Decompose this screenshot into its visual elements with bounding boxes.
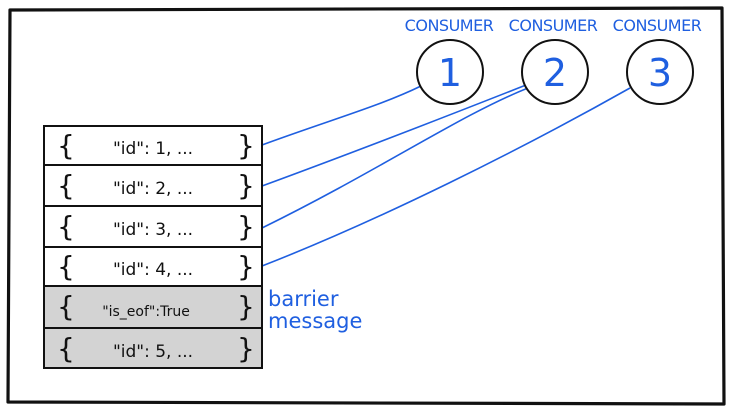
message-box: { "id": 5, ... } [43,327,263,369]
message-queue: { "id": 1, ... } { "id": 2, ... } { "id"… [43,125,263,369]
consumer-number: 3 [648,51,672,95]
brace-open: { [57,332,75,365]
message-text: "is_eof":True [102,304,190,320]
message-text: "id": 5, ... [113,342,193,362]
brace-open: { [57,129,75,162]
message-box-bg [43,125,263,166]
consumer-label: CONSUMER [509,16,598,35]
consumer-label: CONSUMER [613,16,702,35]
brace-open: { [57,169,75,202]
message-text: "id": 2, ... [113,179,193,199]
message-text: "id": 4, ... [113,260,193,280]
message-text: "id": 3, ... [113,220,193,240]
message-box-bg [43,164,263,207]
message-box: { "id": 3, ... } [43,205,263,248]
brace-close: } [237,332,255,365]
message-box: { "id": 4, ... } [43,246,263,287]
message-box-bg [43,327,263,369]
message-box: { "id": 2, ... } [43,164,263,207]
consumer-1: CONSUMER 1 [405,16,494,105]
barrier-label: barrier message [268,287,362,333]
brace-close: } [237,250,255,283]
message-text: "id": 1, ... [113,139,193,159]
connection-line-3 [261,87,529,229]
brace-close: } [237,210,255,243]
brace-close: } [237,290,255,323]
consumer-number: 2 [543,51,567,95]
consumer-circle [521,39,589,105]
consumer-2: CONSUMER 2 [509,16,598,105]
consumer-circle [626,39,694,105]
connection-lines [261,84,631,267]
brace-close: } [237,169,255,202]
message-box-bg [43,205,263,248]
barrier-label-line-2: message [268,309,362,333]
brace-open: { [57,290,75,323]
consumer-3: CONSUMER 3 [613,16,702,105]
consumer-number: 1 [438,51,462,95]
message-box: { "id": 1, ... } [43,125,263,166]
consumer-label: CONSUMER [405,16,494,35]
connection-line-2 [261,84,527,187]
connection-line-4 [261,87,631,267]
brace-close: } [237,129,255,162]
brace-open: { [57,250,75,283]
consumer-circle [416,39,484,105]
connection-line-1 [261,85,422,146]
barrier-label-line-1: barrier [268,287,339,311]
brace-open: { [57,210,75,243]
barrier-message-box: { "is_eof":True } [43,285,263,329]
frame-border [6,6,726,406]
